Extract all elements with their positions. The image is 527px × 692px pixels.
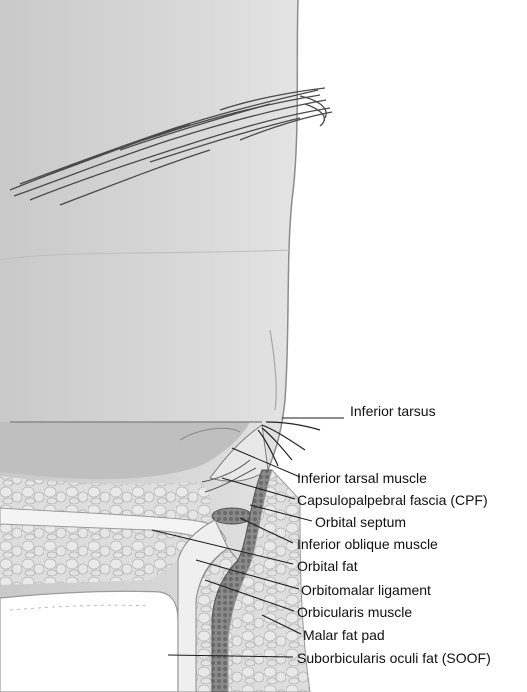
label-soof: Suborbicularis oculi fat (SOOF) [297, 650, 491, 666]
inferior-oblique [212, 508, 252, 524]
label-inferior-tarsal-muscle: Inferior tarsal muscle [297, 470, 427, 486]
label-capsulopalpebral-fascia: Capsulopalpebral fascia (CPF) [297, 492, 488, 508]
label-orbital-fat: Orbital fat [297, 558, 358, 574]
label-orbicularis-muscle: Orbicularis muscle [297, 604, 412, 620]
label-inferior-oblique-muscle: Inferior oblique muscle [297, 536, 438, 552]
label-malar-fat-pad: Malar fat pad [303, 627, 385, 643]
label-orbitomalar-ligament: Orbitomalar ligament [301, 582, 431, 598]
maxilla-bone [0, 591, 178, 692]
label-inferior-tarsus: Inferior tarsus [350, 403, 436, 419]
label-orbital-septum: Orbital septum [315, 514, 406, 530]
